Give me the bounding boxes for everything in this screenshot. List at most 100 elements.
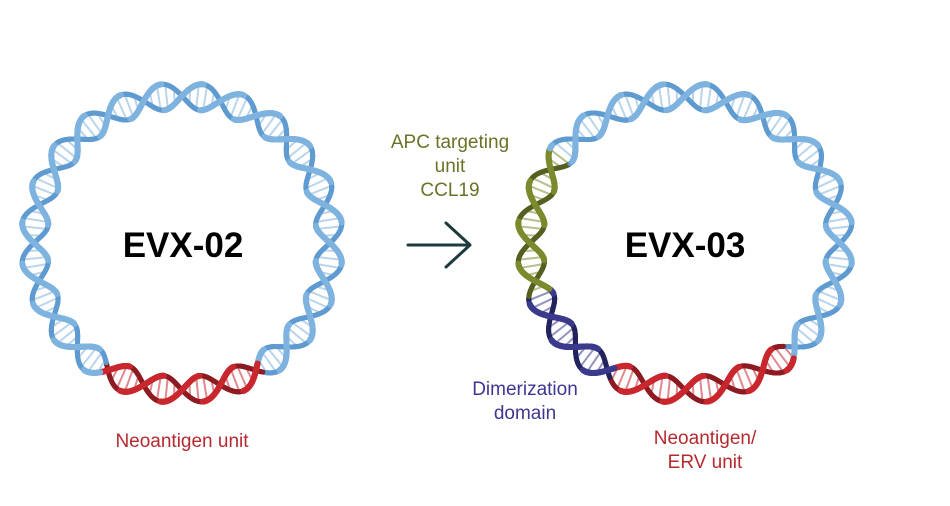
base-pair xyxy=(123,93,135,118)
base-pair xyxy=(115,365,128,390)
base-pair xyxy=(531,177,556,190)
base-pair xyxy=(22,225,48,230)
evx-02-plasmid xyxy=(19,81,345,405)
base-pair xyxy=(164,376,169,402)
base-pair xyxy=(742,96,754,121)
base-pair xyxy=(266,118,284,140)
base-pair xyxy=(35,177,59,190)
base-pair xyxy=(291,148,313,165)
base-pair xyxy=(316,256,342,261)
helix-strand-segment xyxy=(50,336,58,344)
base-pair xyxy=(799,321,821,338)
base-pair xyxy=(286,326,308,345)
helix-front-strands xyxy=(19,81,345,405)
base-pair xyxy=(202,375,209,401)
base-pair xyxy=(624,93,635,118)
base-pair xyxy=(666,376,672,402)
helix-strand-segment xyxy=(814,337,822,344)
base-pair xyxy=(115,96,128,121)
base-pair xyxy=(657,375,664,401)
base-pair xyxy=(657,85,664,111)
base-pair xyxy=(706,85,713,111)
base-pair xyxy=(528,184,553,196)
base-pair xyxy=(315,263,341,269)
base-pair xyxy=(80,346,98,368)
base-pair xyxy=(742,365,754,390)
base-pair xyxy=(549,321,571,338)
base-pair xyxy=(616,96,628,121)
base-pair xyxy=(554,326,575,345)
base-pair xyxy=(260,113,278,135)
base-pair xyxy=(554,141,575,160)
base-pair xyxy=(286,141,308,160)
base-pair xyxy=(528,290,553,302)
base-pair xyxy=(308,184,333,196)
base-pair xyxy=(202,85,209,111)
base-pair xyxy=(315,217,341,223)
base-pair xyxy=(23,263,49,269)
base-pair xyxy=(31,184,56,196)
base-pair xyxy=(706,375,713,401)
helix-strand-segment xyxy=(80,366,88,374)
base-pair xyxy=(826,225,852,230)
base-pair xyxy=(305,296,329,309)
base-pair xyxy=(579,346,596,368)
base-pair xyxy=(155,85,162,111)
base-pair xyxy=(579,118,596,140)
base-pair xyxy=(698,376,704,402)
helix-front-strands xyxy=(515,81,855,405)
helix-strand-segment xyxy=(548,142,556,149)
base-pair xyxy=(519,216,545,224)
base-pair xyxy=(825,262,851,270)
helix-strand-segment xyxy=(579,366,587,374)
helix-strand-segment xyxy=(276,366,284,374)
base-pair xyxy=(735,368,746,393)
base-pair xyxy=(56,326,78,345)
base-pair xyxy=(164,84,169,110)
base-pair xyxy=(51,148,73,165)
base-pair xyxy=(22,256,48,261)
helix-strand-segment xyxy=(306,142,314,150)
base-pair xyxy=(814,177,839,190)
base-pair xyxy=(23,217,49,223)
base-pair xyxy=(51,321,73,338)
base-pair xyxy=(229,368,241,393)
base-pair xyxy=(549,148,571,165)
base-pair xyxy=(195,376,200,402)
base-pair xyxy=(155,375,162,401)
base-pair xyxy=(236,96,249,121)
helix-strand-segment xyxy=(306,336,314,344)
base-pair xyxy=(123,368,135,393)
base-pair xyxy=(260,351,278,373)
base-pair xyxy=(735,93,746,118)
base-pair xyxy=(519,262,545,270)
base-pair xyxy=(814,296,839,309)
base-pair xyxy=(768,351,784,373)
base-pair xyxy=(531,296,556,309)
base-pair xyxy=(195,84,200,110)
base-pair xyxy=(768,113,784,135)
helix-strand-segment xyxy=(80,112,88,120)
base-pair xyxy=(35,296,59,309)
base-pair xyxy=(795,326,816,345)
base-pair xyxy=(666,84,672,110)
helix-strand-segment xyxy=(326,239,334,247)
base-pair xyxy=(316,225,342,230)
base-pair xyxy=(80,118,98,140)
base-pair xyxy=(586,113,602,135)
base-pair xyxy=(308,290,333,302)
base-pair xyxy=(305,177,329,190)
base-pair xyxy=(86,113,104,135)
base-pair xyxy=(825,216,851,224)
base-pair xyxy=(56,141,78,160)
base-pair xyxy=(31,290,56,302)
base-pair xyxy=(826,256,852,261)
base-pair xyxy=(774,346,791,368)
base-pair xyxy=(799,148,821,165)
base-pair xyxy=(616,365,628,390)
base-pair xyxy=(291,321,313,338)
base-pair xyxy=(624,368,635,393)
base-pair xyxy=(795,141,816,160)
base-pair xyxy=(698,84,704,110)
